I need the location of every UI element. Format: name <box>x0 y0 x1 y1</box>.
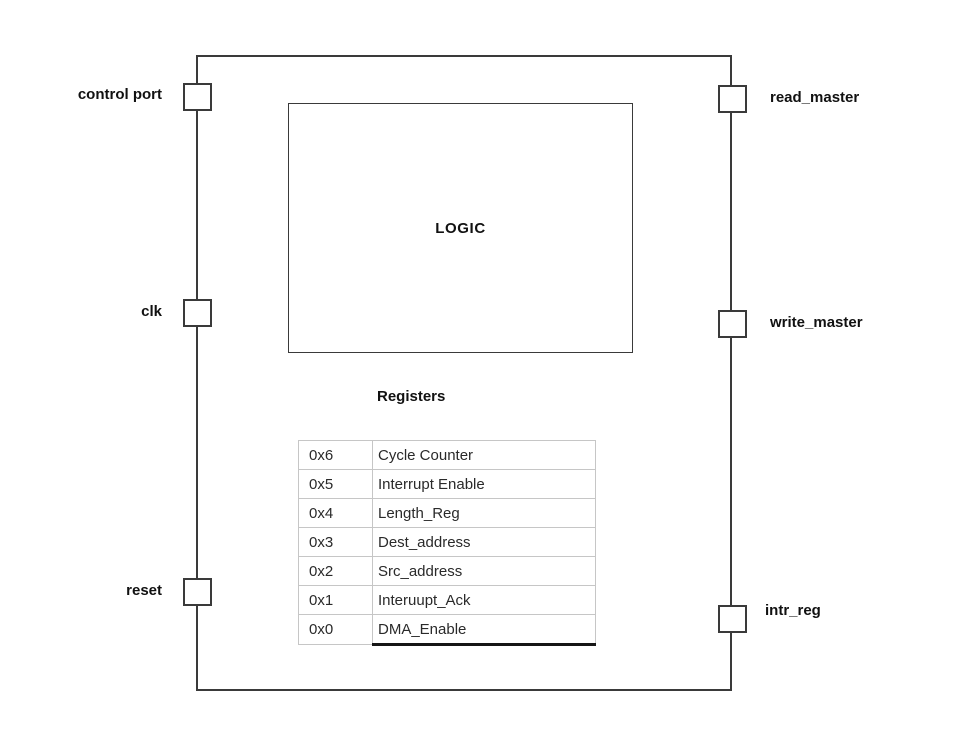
write-master-port-square <box>718 310 747 338</box>
registers-title: Registers <box>377 388 446 405</box>
register-addr: 0x1 <box>298 585 373 615</box>
register-row: 0x1 Interuupt_Ack <box>298 585 596 615</box>
register-name: Interuupt_Ack <box>372 585 596 615</box>
read-master-port-square <box>718 85 747 113</box>
register-row: 0x0 DMA_Enable <box>298 614 596 646</box>
register-row: 0x4 Length_Reg <box>298 498 596 528</box>
logic-label: LOGIC <box>435 219 486 237</box>
control-port-label: control port <box>77 86 162 103</box>
registers-table: 0x6 Cycle Counter 0x5 Interrupt Enable 0… <box>298 440 596 646</box>
register-row: 0x2 Src_address <box>298 556 596 586</box>
register-name: Cycle Counter <box>372 440 596 470</box>
reset-port-square <box>183 578 212 606</box>
register-name: DMA_Enable <box>372 614 596 646</box>
register-name: Dest_address <box>372 527 596 557</box>
register-row: 0x6 Cycle Counter <box>298 440 596 470</box>
register-name: Length_Reg <box>372 498 596 528</box>
register-name: Src_address <box>372 556 596 586</box>
reset-port-label: reset <box>126 582 162 599</box>
clk-port-label: clk <box>141 303 162 320</box>
register-row: 0x5 Interrupt Enable <box>298 469 596 499</box>
intr-reg-port-label: intr_reg <box>765 602 821 619</box>
register-addr: 0x6 <box>298 440 373 470</box>
register-addr: 0x4 <box>298 498 373 528</box>
clk-port-square <box>183 299 212 327</box>
control-port-square <box>183 83 212 111</box>
register-row: 0x3 Dest_address <box>298 527 596 557</box>
register-name: Interrupt Enable <box>372 469 596 499</box>
write-master-port-label: write_master <box>770 314 863 331</box>
read-master-port-label: read_master <box>770 89 860 106</box>
register-addr: 0x2 <box>298 556 373 586</box>
register-addr: 0x5 <box>298 469 373 499</box>
register-addr: 0x3 <box>298 527 373 557</box>
logic-box: LOGIC <box>288 103 633 353</box>
intr-reg-port-square <box>718 605 747 633</box>
register-addr: 0x0 <box>298 614 373 645</box>
